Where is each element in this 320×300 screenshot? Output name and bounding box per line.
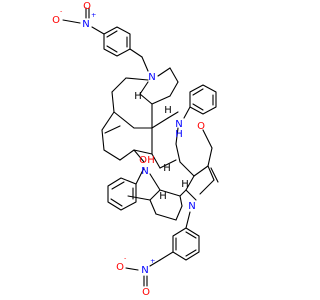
atom-nitrogen: N [175, 119, 182, 130]
molecule-diagram: O - N + O N H H N H O O H N H H H N N + … [52, 1, 219, 298]
atom-oxygen: O [197, 121, 205, 132]
atom-hydrogen: H [175, 129, 183, 140]
atom-hydrogen: H [134, 91, 142, 102]
atom-hydrogen: H [164, 105, 172, 116]
atom-oxygen: O [142, 287, 150, 298]
structure-drawing: O - N + O N H H N H O O H N H H H N N + … [52, 1, 219, 298]
charge-minus: - [124, 254, 127, 262]
charge-plus: + [150, 257, 155, 265]
atom-oxygen: O [83, 1, 91, 12]
atom-oxygen: O [52, 15, 60, 26]
atom-hydrogen: H [159, 191, 167, 202]
atom-oxygen: O [139, 155, 147, 166]
atom-oxygen: O [116, 262, 124, 273]
atom-labels: O - N + O N H H N H O O H N H H H N N + … [52, 1, 205, 298]
atom-hydrogen: H [163, 163, 171, 174]
atom-nitrogen: N [141, 265, 148, 276]
atom-hydrogen: H [147, 155, 155, 166]
atom-nitrogen: N [82, 19, 89, 30]
atom-hydrogen: H [181, 179, 189, 190]
atom-nitrogen: N [141, 166, 148, 177]
atom-nitrogen: N [188, 201, 195, 212]
bond-skeleton [62, 7, 219, 287]
atom-nitrogen: N [148, 72, 155, 83]
charge-minus: - [60, 7, 63, 15]
charge-plus: + [91, 11, 96, 19]
